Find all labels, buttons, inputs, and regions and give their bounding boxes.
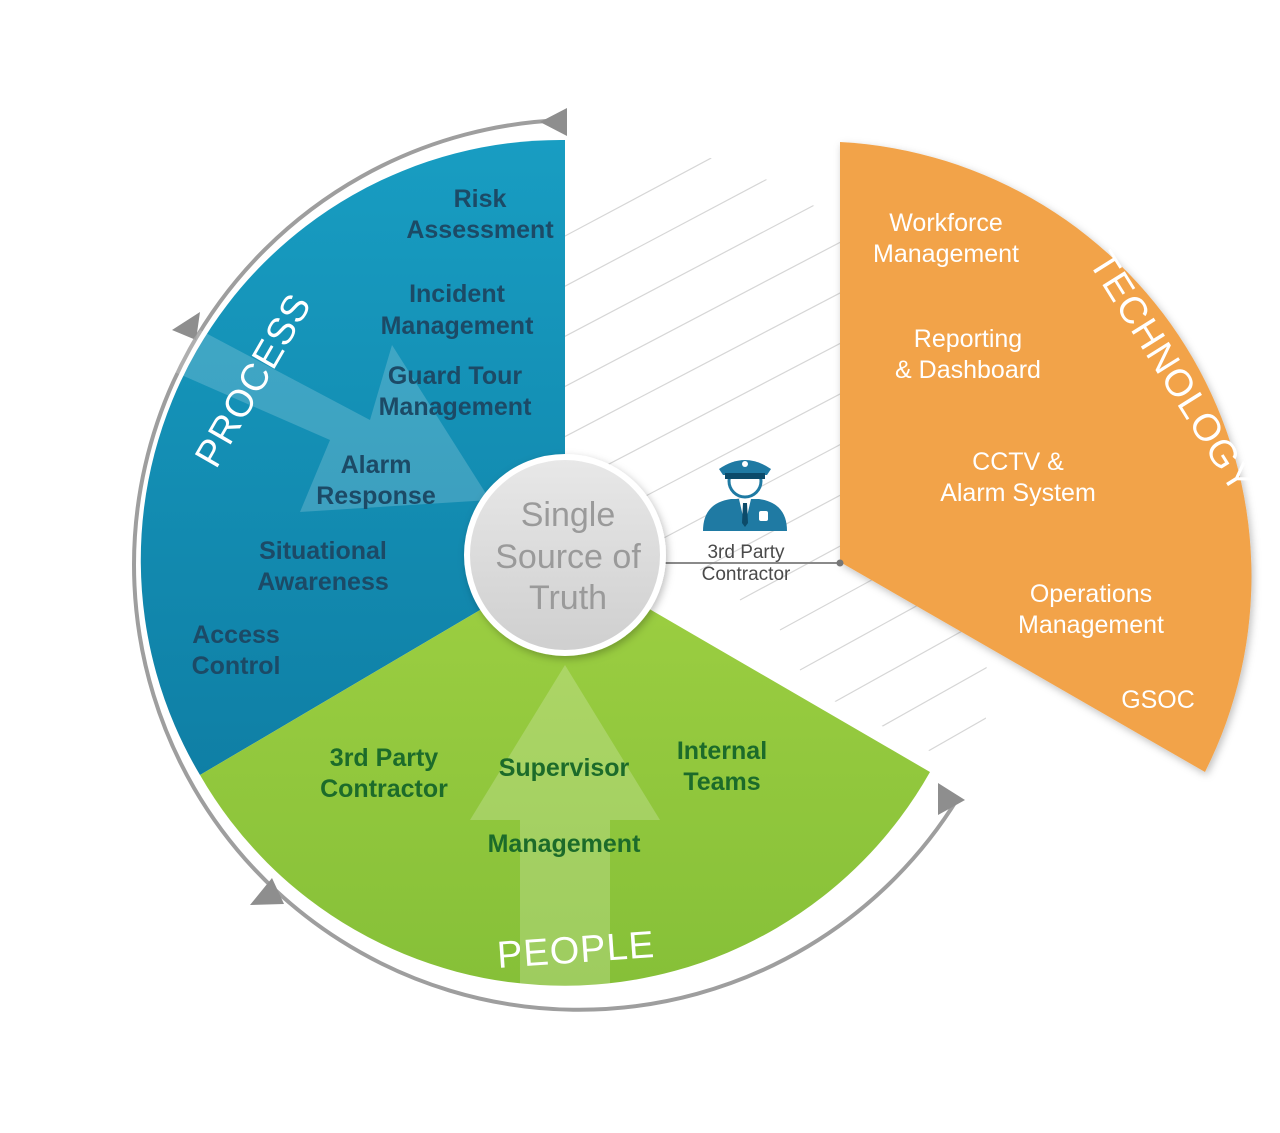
svg-text:Teams: Teams	[683, 768, 760, 796]
people-item: 3rd Party Contractor	[320, 744, 448, 803]
svg-text:Situational: Situational	[259, 537, 387, 565]
connector-dot	[836, 559, 844, 567]
process-item: Alarm Response	[316, 451, 436, 510]
process-segment	[140, 139, 565, 775]
svg-text:Incident: Incident	[409, 280, 506, 308]
hub-text-line2: Source of	[495, 538, 641, 576]
technology-item: Reporting & Dashboard	[895, 325, 1041, 384]
contractor-label-line1: 3rd Party	[707, 542, 785, 563]
svg-text:Assessment: Assessment	[406, 216, 554, 244]
svg-text:Management: Management	[1018, 611, 1164, 639]
svg-text:Management: Management	[873, 240, 1019, 268]
ring-arrow-left-icon	[172, 312, 200, 340]
svg-text:Control: Control	[192, 652, 281, 680]
svg-text:Risk: Risk	[454, 185, 507, 213]
ring-arrow-bottom-icon	[250, 878, 284, 905]
technology-item: GSOC	[1121, 686, 1195, 714]
contractor-label-line2: Contractor	[702, 564, 791, 585]
security-guard-icon	[703, 460, 787, 531]
process-arrow-icon	[170, 330, 490, 512]
people-item: Internal Teams	[677, 737, 767, 796]
technology-item: Workforce Management	[873, 209, 1019, 268]
hub-circle	[464, 454, 666, 656]
svg-text:Workforce: Workforce	[889, 209, 1002, 237]
svg-text:Operations: Operations	[1030, 580, 1152, 608]
process-item: Incident Management	[381, 280, 534, 340]
process-item: Access Control	[192, 621, 281, 680]
svg-text:Guard Tour: Guard Tour	[388, 362, 523, 390]
svg-text:Alarm System: Alarm System	[940, 479, 1096, 507]
svg-text:Response: Response	[316, 482, 436, 510]
hub-text-line1: Single	[521, 496, 616, 534]
technology-item: Operations Management	[1018, 580, 1164, 639]
svg-text:Access: Access	[192, 621, 280, 649]
people-item: Supervisor	[499, 754, 630, 782]
people-arrow-icon	[470, 665, 660, 1000]
people-item: Management	[488, 830, 641, 858]
people-segment	[200, 560, 930, 986]
hub-text-line3: Truth	[529, 579, 607, 617]
svg-text:Alarm: Alarm	[341, 451, 412, 479]
svg-text:Management: Management	[379, 393, 532, 421]
process-item: Situational Awareness	[257, 537, 389, 596]
svg-text:Contractor: Contractor	[320, 775, 448, 803]
svg-text:Supervisor: Supervisor	[499, 754, 630, 782]
ring-arrow-top-icon	[540, 108, 567, 136]
svg-text:CCTV &: CCTV &	[972, 448, 1064, 476]
svg-text:Reporting: Reporting	[914, 325, 1022, 353]
technology-item: CCTV & Alarm System	[940, 448, 1096, 507]
svg-text:Internal: Internal	[677, 737, 767, 765]
technology-segment	[840, 142, 1252, 772]
svg-text:Management: Management	[488, 830, 641, 858]
svg-text:& Dashboard: & Dashboard	[895, 356, 1041, 384]
cycle-ring	[132, 118, 960, 1012]
ring-arrow-right-icon	[938, 783, 965, 815]
process-item: Risk Assessment	[406, 185, 554, 244]
svg-text:GSOC: GSOC	[1121, 686, 1195, 714]
svg-text:Management: Management	[381, 312, 534, 340]
svg-text:3rd Party: 3rd Party	[330, 744, 438, 772]
process-item: Guard Tour Management	[379, 362, 532, 421]
svg-text:Awareness: Awareness	[257, 568, 389, 596]
